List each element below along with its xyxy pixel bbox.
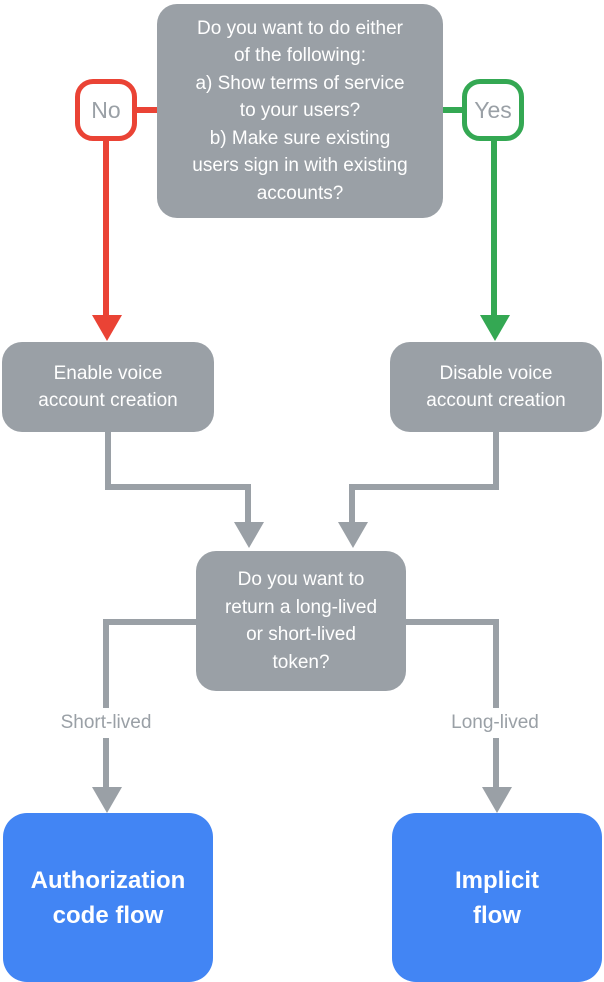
- connector-short-horizontal: [106, 619, 196, 625]
- connector-no-vertical: [103, 141, 109, 317]
- connector-long-vertical: [493, 619, 499, 789]
- connector-no-horizontal: [137, 107, 157, 113]
- branch-label-no: No: [75, 79, 137, 141]
- arrow-down-icon: [482, 787, 512, 813]
- connector-enable-down: [105, 432, 111, 490]
- result-box-implicit-flow: Implicit flow: [392, 813, 602, 982]
- branch-label-short-lived: Short-lived: [22, 708, 190, 738]
- arrow-down-icon: [234, 522, 264, 548]
- decision-box-token-lifetime: Do you want to return a long-lived or sh…: [196, 551, 406, 691]
- step-box-enable-voice-account-creation: Enable voice account creation: [2, 342, 214, 432]
- arrow-down-icon: [338, 522, 368, 548]
- arrow-down-icon: [480, 315, 510, 341]
- connector-disable-down: [493, 432, 499, 490]
- connector-short-vertical: [103, 619, 109, 789]
- connector-disable-across: [353, 484, 499, 490]
- branch-label-yes: Yes: [462, 79, 524, 141]
- result-box-authorization-code-flow: Authorization code flow: [3, 813, 213, 982]
- arrow-down-icon: [92, 787, 122, 813]
- connector-yes-horizontal: [443, 107, 462, 113]
- connector-enable-across: [105, 484, 251, 490]
- connector-yes-vertical: [491, 141, 497, 317]
- branch-label-long-lived: Long-lived: [410, 708, 580, 738]
- connector-enable-into-decision2: [245, 484, 251, 524]
- decision-box-account-linking: Do you want to do either of the followin…: [157, 4, 443, 218]
- connector-long-horizontal: [406, 619, 496, 625]
- step-box-disable-voice-account-creation: Disable voice account creation: [390, 342, 602, 432]
- connector-disable-into-decision2: [349, 484, 355, 524]
- arrow-down-icon: [92, 315, 122, 341]
